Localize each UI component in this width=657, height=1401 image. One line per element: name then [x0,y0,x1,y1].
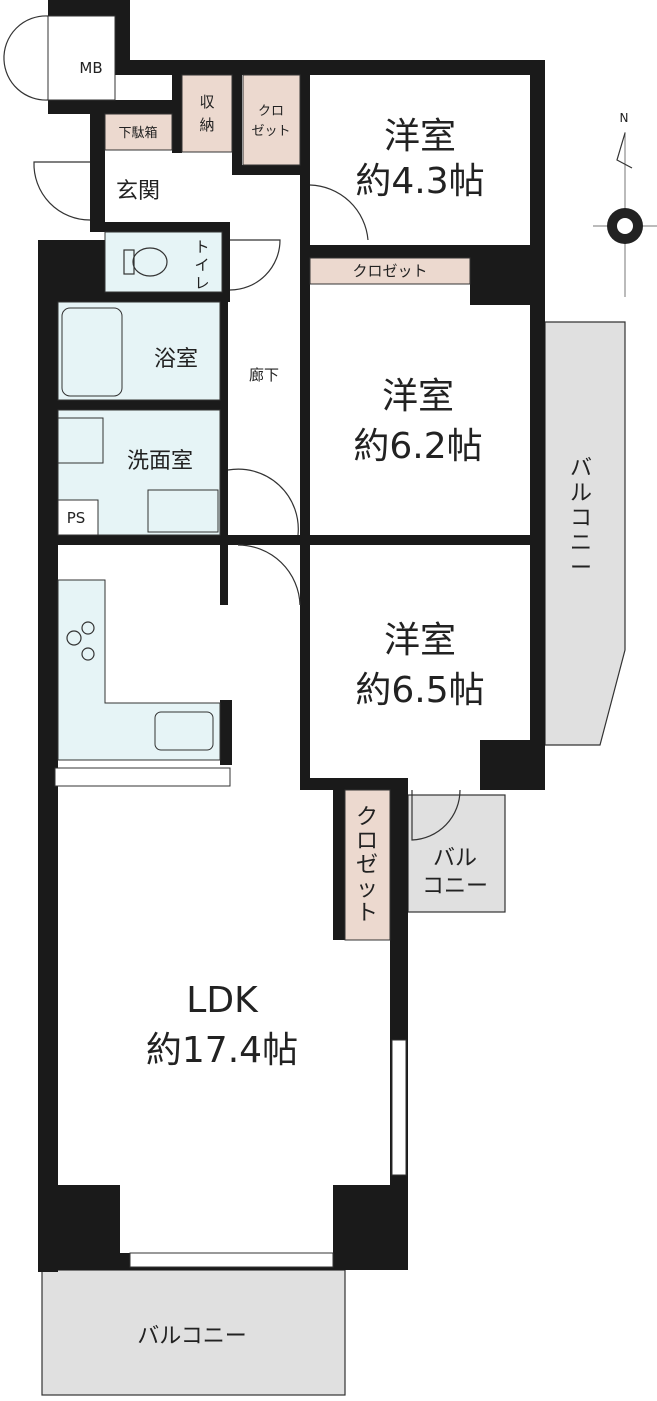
storage-label: 納 [199,116,214,134]
kitchen-bar [54,767,231,787]
entrance-label: 玄関 [116,179,160,204]
entrance-door[interactable] [33,161,91,221]
toilet-label: ト [194,238,209,256]
ps-label: PS [67,509,86,527]
svg-text:ニ: ニ [570,531,592,556]
western-room-3-size: 約6.5帖 [355,670,484,711]
balcony-bottom-label: バルコニー [137,1324,247,1349]
svg-text:ト: ト [356,901,378,926]
closet-top-label: ゼット [251,124,290,139]
mb-closet [47,15,116,101]
bath-label: 浴室 [154,347,198,372]
closet-top [242,74,301,166]
balcony-bottom [41,1269,346,1396]
ps-shaft [57,499,99,536]
toilet-label: レ [194,274,209,292]
small-balcony-door[interactable] [411,789,461,841]
balcony-small-label: コニー [422,874,488,899]
stove-icon [66,621,95,661]
compass-north-label: N [620,111,629,125]
walls [38,0,545,1272]
washroom-door[interactable] [227,468,299,536]
western-room-1-name: 洋室 [384,116,456,157]
toilet-door[interactable] [229,239,281,291]
sink-icon [147,489,219,533]
svg-text:バ: バ [570,456,592,481]
ldk-window [129,1252,334,1268]
shoe-box-label: 下駄箱 [118,125,157,141]
toilet-icon [132,247,168,277]
svg-text:ー: ー [570,556,592,581]
closet-ldk [344,789,391,941]
storage [181,74,233,153]
svg-text:コ: コ [570,506,592,531]
balcony-right-label: バ ル コ ニ ー [570,456,592,581]
hallway-label: 廊下 [249,366,279,384]
svg-text:ロ: ロ [356,829,378,854]
balcony-small-label: バル [433,846,477,871]
shoe-box [104,113,173,151]
compass: N [593,111,657,297]
svg-text:ゼ: ゼ [356,853,378,878]
ldk-name: LDK [186,980,259,1021]
bathtub-icon [61,307,123,397]
balcony-small [407,794,506,913]
ldk-side-window [391,1039,407,1176]
svg-text:ッ: ッ [356,877,378,902]
washer-icon [57,417,104,464]
closet-ldk-label: ク ロ ゼ ッ ト [356,805,378,926]
ldk-size: 約17.4帖 [146,1030,298,1071]
mb-door[interactable] [3,15,49,101]
toilet-label: イ [194,256,209,274]
svg-text:ル: ル [570,481,592,506]
washroom-label: 洗面室 [127,449,193,474]
storage-label: 収 [199,93,214,111]
western-room-2-size: 約6.2帖 [353,426,482,467]
svg-text:ク: ク [356,805,378,830]
western-room-1-door[interactable] [309,184,369,241]
closet-western-2 [309,257,471,285]
toilet-tank-icon [123,249,135,275]
kitchen-sink-icon [154,711,214,751]
western-room-3-door[interactable] [237,544,301,606]
western-room-2-name: 洋室 [382,376,454,417]
mb-label: MB [79,59,102,77]
closet-top-label: クロ [258,104,284,119]
western-room-1-size: 約4.3帖 [355,161,484,202]
western-room-3-name: 洋室 [384,620,456,661]
closet-western-2-label: クロゼット [352,262,427,280]
